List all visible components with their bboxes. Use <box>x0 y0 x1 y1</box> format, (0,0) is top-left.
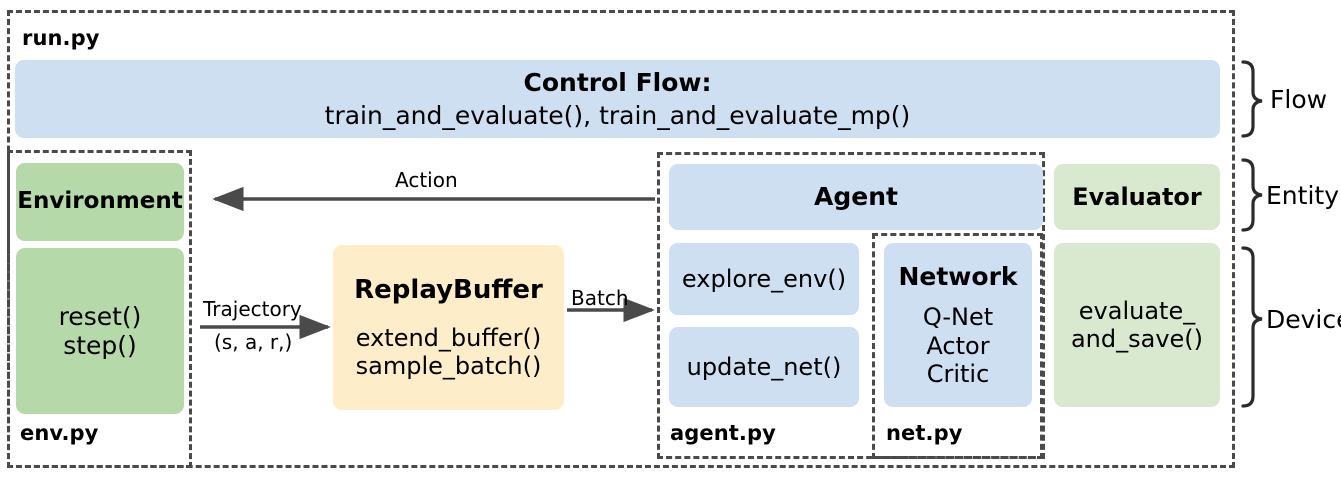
container-agent-py-label: agent.py <box>670 421 776 445</box>
group-label-flow: Flow <box>1270 85 1328 114</box>
environment-box: Environment <box>16 163 184 241</box>
group-label-device: Device <box>1266 305 1341 334</box>
agent-method-explore-env: explore_env() <box>681 264 847 293</box>
network-title: Network <box>898 261 1018 291</box>
container-net-py-label: net.py <box>886 421 963 445</box>
container-agent-py <box>657 152 1045 459</box>
brace-flow <box>1241 60 1263 138</box>
agent-title: Agent <box>814 182 898 212</box>
control-flow-functions: train_and_evaluate(), train_and_evaluate… <box>324 100 911 130</box>
replay-buffer-method-sample: sample_batch() <box>355 351 542 380</box>
agent-method-update-net: update_net() <box>686 352 842 381</box>
evaluator-methods-box: evaluate_ and_save() <box>1054 243 1220 407</box>
agent-method-update-net-box: update_net() <box>669 327 859 407</box>
replay-buffer-box: ReplayBuffer extend_buffer() sample_batc… <box>333 245 564 410</box>
control-flow-box: Control Flow: train_and_evaluate(), trai… <box>15 60 1220 138</box>
environment-methods-box: reset() step() <box>16 248 184 414</box>
evaluator-title: Evaluator <box>1072 182 1202 211</box>
container-net-py <box>872 233 1043 459</box>
network-item-actor: Actor <box>926 331 990 360</box>
network-box: Network Q-Net Actor Critic <box>884 243 1032 407</box>
control-flow-title: Control Flow: <box>523 68 712 97</box>
network-item-qnet: Q-Net <box>922 303 994 332</box>
replay-buffer-method-extend: extend_buffer() <box>355 323 542 352</box>
agent-box: Agent <box>669 164 1043 230</box>
group-label-entity: Entity <box>1266 181 1339 210</box>
container-env-py-label: env.py <box>20 421 99 445</box>
environment-method-reset: reset() <box>58 301 142 331</box>
container-env-py <box>7 150 192 468</box>
arrow-action-label: Action <box>395 168 458 192</box>
environment-title: Environment <box>17 188 183 215</box>
arrow-batch-label: Batch <box>571 286 629 310</box>
arrow-trajectory-label: Trajectory <box>203 297 302 321</box>
environment-method-step: step() <box>63 331 137 360</box>
agent-method-explore-env-box: explore_env() <box>669 243 859 315</box>
brace-device <box>1241 246 1263 408</box>
arrow-trajectory-sublabel: (s, a, r,) <box>214 330 293 354</box>
container-run-py-label: run.py <box>22 26 100 50</box>
evaluator-method-and-save: and_save() <box>1070 325 1204 353</box>
evaluator-method-evaluate: evaluate_ <box>1078 296 1196 325</box>
brace-entity <box>1241 158 1263 232</box>
evaluator-box: Evaluator <box>1054 164 1220 230</box>
replay-buffer-title: ReplayBuffer <box>354 274 543 305</box>
network-item-critic: Critic <box>926 359 990 388</box>
